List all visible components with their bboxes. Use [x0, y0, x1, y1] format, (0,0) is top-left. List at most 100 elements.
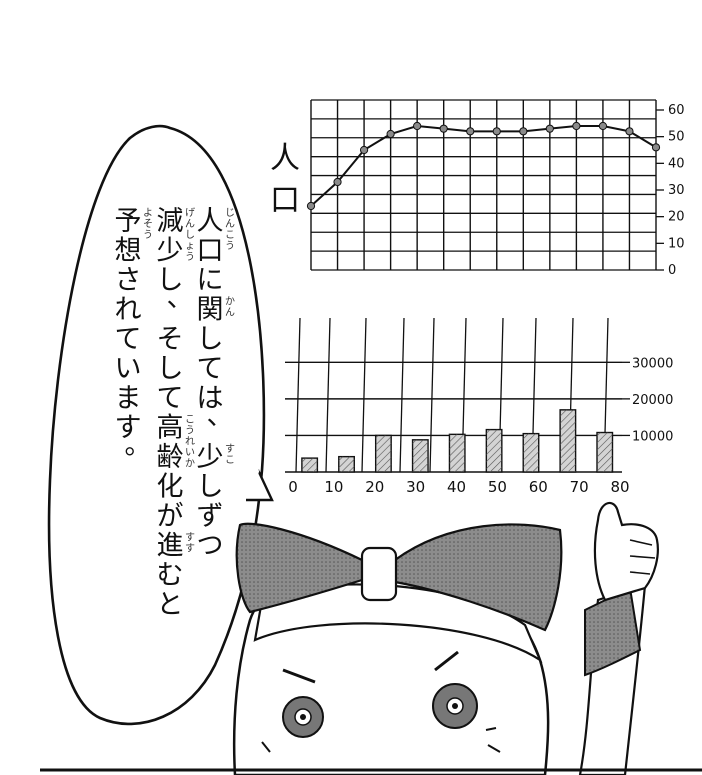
speech-line-1-char: 、: [207, 401, 234, 432]
speech-line-3-char: 予: [115, 206, 142, 237]
speech-line-1-char: し: [197, 472, 224, 503]
ruby-char: ん: [225, 307, 235, 319]
population-point: [519, 127, 528, 136]
bar-grid-vertical: [361, 317, 367, 473]
bar-x-tick-label: 0: [288, 478, 298, 496]
speech-line-1-char: 人: [197, 206, 224, 237]
speech-line-1-char: つ: [197, 531, 224, 562]
character-bow-left: [235, 522, 364, 614]
bar-y-tick-label: 20000: [632, 393, 673, 408]
bar-grid-vertical: [325, 317, 331, 473]
speech-line-2-char: そ: [157, 324, 184, 355]
ruby-char: す: [185, 532, 195, 544]
bar-x-tick-label: 10: [324, 478, 343, 496]
speech-line-2-char: て: [157, 383, 184, 414]
character-eye-right: [432, 650, 478, 729]
ruby-char: う: [185, 425, 195, 437]
speech-line-2-char: し: [157, 265, 184, 296]
population-point: [572, 121, 581, 131]
population-point: [359, 145, 369, 155]
speech-text: 人口に関しては、少しずつ減少し、そして高齢化が進むと予想されています。じんこうか…: [115, 206, 236, 621]
ruby-char: う: [225, 240, 235, 252]
speech-line-3-char: さ: [115, 265, 142, 296]
speech-line-1-char: 少: [197, 442, 224, 473]
ruby-char: う: [185, 251, 195, 263]
age-bar-hatching: [412, 439, 429, 472]
speech-line-3-char: れ: [115, 295, 142, 326]
speech-line-2-char: と: [157, 590, 184, 621]
bar-chart-bars: [301, 409, 614, 473]
population-point: [625, 127, 634, 136]
speech-line-3-char: す: [115, 413, 142, 444]
character-bow-right: [393, 523, 563, 632]
ruby-char: こ: [185, 415, 195, 426]
bar-y-tick-label: 30000: [632, 356, 673, 371]
bar-x-tick-label: 60: [529, 478, 548, 496]
speech-line-1-char: て: [197, 354, 224, 385]
speech-line-3-char: て: [115, 324, 142, 355]
line-y-tick-label: 30: [668, 183, 685, 198]
bar-grid-vertical: [399, 317, 405, 473]
age-bar-hatching: [560, 409, 576, 472]
bar-x-tick-label: 40: [447, 478, 466, 496]
line-y-tick-label: 10: [668, 236, 685, 251]
age-bar-hatching: [449, 434, 465, 472]
population-point: [492, 127, 501, 136]
ruby-char: か: [225, 296, 235, 308]
population-point: [439, 124, 448, 133]
speech-line-1-char: 関: [197, 295, 224, 326]
population-point: [651, 143, 661, 152]
ruby-char: し: [185, 229, 195, 241]
speech-line-2-char: 、: [167, 283, 194, 314]
age-bar-hatching: [301, 458, 318, 472]
population-point: [466, 127, 475, 136]
speech-line-2-char: し: [157, 354, 184, 385]
age-bar-hatching: [375, 435, 392, 472]
ruby-char: す: [225, 443, 235, 455]
bar-chart-y-ticks: 10000 20000 30000: [622, 356, 673, 444]
bar-y-tick-label: 10000: [632, 429, 673, 444]
ruby-char: ょ: [185, 241, 195, 252]
speech-line-1-char: ず: [197, 501, 224, 532]
ruby-char: こ: [225, 230, 235, 241]
line-y-tick-label: 60: [668, 103, 685, 118]
bar-x-tick-label: 30: [406, 478, 425, 496]
population-point: [306, 201, 316, 211]
ruby-char: す: [185, 543, 195, 555]
speech-line-2-char: 化: [157, 472, 184, 503]
speech-line-2-char: が: [157, 501, 184, 532]
bar-x-tick-label: 20: [365, 478, 384, 496]
age-bar-hatching: [597, 432, 613, 472]
ruby-char: よ: [143, 207, 153, 219]
character-eye-left: [282, 668, 324, 738]
character-bow-knot: [360, 546, 398, 602]
character-sleeve: [584, 586, 642, 677]
speech-line-1-char: は: [197, 383, 224, 414]
speech-line-3-char: ま: [115, 383, 142, 414]
line-chart-ylabel-char-2: 口: [270, 183, 300, 218]
age-bar-hatching: [486, 429, 502, 472]
ruby-char: ん: [225, 218, 235, 230]
line-chart-ylabel-char-1: 人: [270, 141, 300, 176]
thumbs-up-hand: [593, 502, 659, 602]
bar-grid-vertical: [429, 317, 435, 473]
population-series: [306, 121, 661, 211]
ruby-char: ん: [185, 218, 195, 230]
age-bar-hatching: [523, 433, 539, 472]
speech-line-2-char: 減: [157, 206, 184, 237]
line-y-tick-label: 20: [668, 210, 685, 225]
ruby-char: げ: [185, 207, 195, 219]
ruby-char: か: [185, 458, 195, 470]
speech-line-1-char: 口: [197, 236, 224, 267]
ruby-char: れ: [185, 436, 195, 448]
speech-bubble: 人口に関しては、少しずつ減少し、そして高齢化が進むと予想されています。じんこうか…: [47, 124, 274, 726]
population-point: [598, 121, 608, 131]
speech-line-3-char: 。: [125, 430, 152, 461]
ruby-char: う: [143, 229, 153, 241]
ruby-char: こ: [225, 455, 235, 466]
